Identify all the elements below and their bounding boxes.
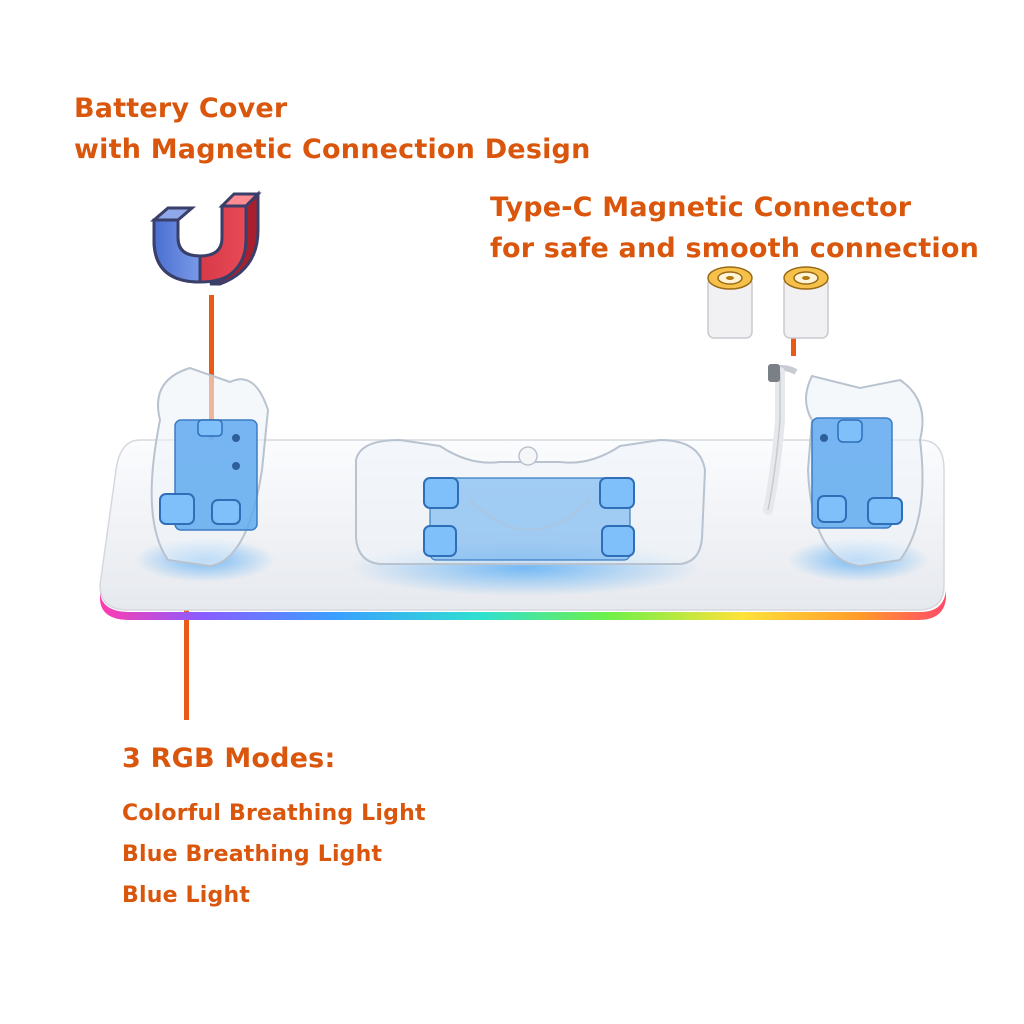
horseshoe-magnet-icon: [149, 190, 262, 286]
rgb-light-strip: [100, 590, 946, 620]
left-controller-dock: [150, 366, 270, 568]
type-c-plug-icon-right: [783, 266, 829, 339]
rgb-leader-line: [184, 608, 189, 720]
connector-subtitle: for safe and smooth connection: [490, 233, 980, 264]
rgb-mode-blue: Blue Light: [122, 883, 251, 908]
connector-title: Type-C Magnetic Connector: [490, 192, 912, 223]
center-controller-dock: [355, 438, 707, 565]
rgb-mode-blue-breathing: Blue Breathing Light: [122, 842, 383, 867]
battery-cover-title: Battery Cover: [74, 93, 288, 124]
power-button-icon: [518, 446, 538, 466]
right-controller-dock: [763, 364, 924, 568]
rgb-modes-heading: 3 RGB Modes:: [122, 743, 336, 774]
type-c-plug-icon-left: [707, 266, 753, 339]
rgb-mode-colorful: Colorful Breathing Light: [122, 801, 426, 826]
battery-cover-subtitle: with Magnetic Connection Design: [74, 134, 591, 165]
connector-leader-line: [791, 331, 796, 356]
